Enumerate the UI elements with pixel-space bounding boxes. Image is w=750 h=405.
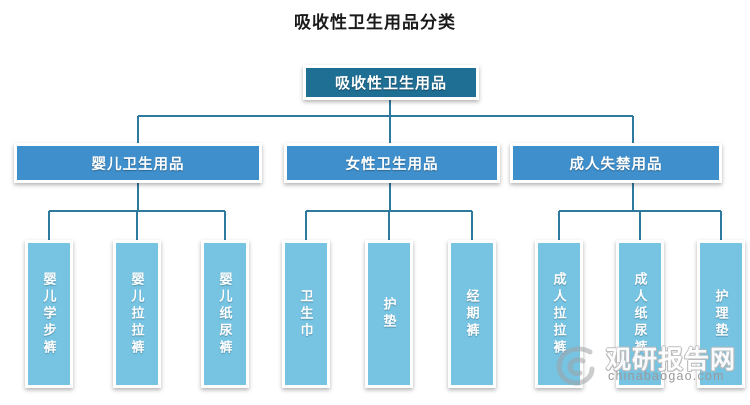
node-period-pants-label: 经期裤 xyxy=(464,288,480,340)
node-female-hygiene[interactable]: 女性卫生用品 xyxy=(284,143,500,183)
node-sanitary-napkin[interactable]: 卫生巾 xyxy=(282,240,330,388)
node-root[interactable]: 吸收性卫生用品 xyxy=(303,65,479,100)
node-adult-incontinence-label: 成人失禁用品 xyxy=(569,156,663,173)
page-title: 吸收性卫生用品分类 xyxy=(294,13,456,32)
node-adult-pull-ups[interactable]: 成人拉拉裤 xyxy=(535,240,583,388)
node-baby-hygiene-label: 婴儿卫生用品 xyxy=(91,156,185,173)
node-adult-pull-ups-label: 成人拉拉裤 xyxy=(551,271,567,357)
node-adult-diapers-label: 成人纸尿裤 xyxy=(632,271,648,357)
node-baby-pull-ups[interactable]: 婴儿拉拉裤 xyxy=(113,240,161,388)
node-baby-training-pants[interactable]: 婴儿学步裤 xyxy=(25,240,73,388)
node-female-hygiene-label: 女性卫生用品 xyxy=(345,156,439,173)
node-baby-diapers-label: 婴儿纸尿裤 xyxy=(217,271,233,357)
node-baby-hygiene[interactable]: 婴儿卫生用品 xyxy=(14,143,262,183)
node-baby-pull-ups-label: 婴儿拉拉裤 xyxy=(129,271,145,357)
node-adult-diapers[interactable]: 成人纸尿裤 xyxy=(616,240,664,388)
node-sanitary-napkin-label: 卫生巾 xyxy=(298,288,314,340)
node-panty-liner-label: 护垫 xyxy=(381,297,397,331)
node-underpad-label: 护理垫 xyxy=(713,288,729,340)
node-root-label: 吸收性卫生用品 xyxy=(334,76,447,92)
node-baby-diapers[interactable]: 婴儿纸尿裤 xyxy=(201,240,249,388)
node-adult-incontinence[interactable]: 成人失禁用品 xyxy=(510,143,722,183)
node-underpad[interactable]: 护理垫 xyxy=(697,240,745,388)
node-baby-training-pants-label: 婴儿学步裤 xyxy=(41,271,57,357)
node-period-pants[interactable]: 经期裤 xyxy=(448,240,496,388)
node-panty-liner[interactable]: 护垫 xyxy=(365,240,413,388)
